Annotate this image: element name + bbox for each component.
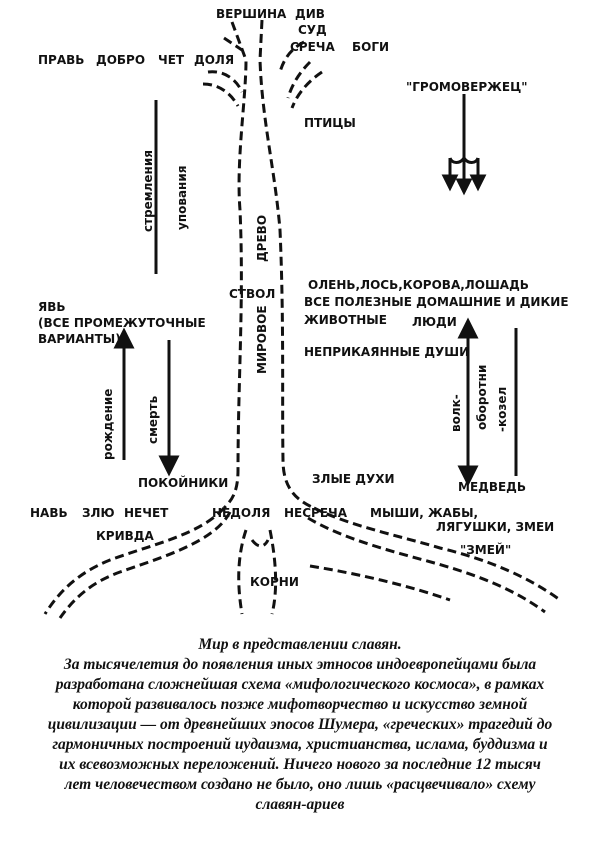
label-pokoyniki: ПОКОЙНИКИ	[138, 475, 228, 490]
label-drevo: ДРЕВО	[255, 215, 269, 262]
label-dobro: ДОБРО	[96, 53, 145, 67]
label-bogi: БОГИ	[352, 40, 389, 54]
label-volk: волк-	[449, 394, 463, 432]
label-stremleniya: стремления	[141, 150, 155, 232]
label-lyagushki: ЛЯГУШКИ, ЗМЕИ	[436, 520, 554, 534]
caption-line: разработана сложнейшая схема «мифологиче…	[55, 676, 545, 693]
label-yav-note-1: (ВСЕ ПРОМЕЖУТОЧНЫЕ	[38, 316, 206, 330]
caption-line: гармоничных построений иудаизма, христиа…	[52, 736, 548, 753]
label-yav-note-2: ВАРИАНТЫ)	[38, 332, 121, 346]
caption-line: цивилизации — от древнейших эпосов Шумер…	[47, 716, 553, 733]
label-myshi: МЫШИ, ЖАБЫ,	[370, 506, 478, 520]
label-medved: МЕДВЕДЬ	[458, 480, 526, 494]
label-krivda: КРИВДА	[96, 529, 154, 543]
label-srecha: СРЕЧА	[290, 40, 335, 54]
label-yav: ЯВЬ	[38, 300, 66, 314]
label-smert: смерть	[146, 395, 160, 444]
label-animals-2: ВСЕ ПОЛЕЗНЫЕ ДОМАШНИЕ И ДИКИЕ	[304, 295, 569, 309]
label-animals-1: ОЛЕНЬ,ЛОСЬ,КОРОВА,ЛОШАДЬ	[308, 278, 529, 292]
label-nechet: НЕЧЕТ	[124, 506, 169, 520]
label-zmey: "ЗМЕЙ"	[460, 542, 511, 557]
trident-icon	[441, 94, 487, 196]
label-neprikayannye: НЕПРИКАЯННЫЕ ДУШИ	[304, 345, 469, 359]
label-dolya: ДОЛЯ	[194, 53, 234, 67]
arrows	[113, 100, 518, 487]
label-lyudi: ЛЮДИ	[412, 315, 457, 329]
label-upovaniya: упования	[175, 166, 189, 230]
caption-line: которой развивалось позже мифотворчество…	[72, 696, 528, 713]
label-zlo: ЗЛЮ	[82, 506, 115, 520]
label-chet: ЧЕТ	[158, 53, 185, 67]
label-zlye-dukhi: ЗЛЫЕ ДУХИ	[312, 472, 395, 486]
label-div: ДИВ	[295, 7, 325, 21]
label-mirovoe: МИРОВОЕ	[255, 305, 269, 374]
caption-line: славян-ариев	[255, 796, 345, 813]
label-sud: СУД	[298, 23, 327, 37]
label-vershina: ВЕРШИНА	[216, 7, 287, 21]
label-oborotni: оборотни	[475, 365, 489, 430]
labels: ВЕРШИНА ДИВ СУД СРЕЧА БОГИ ПРАВЬ ДОБРО Ч…	[30, 7, 569, 589]
label-nesrecha: НЕСРЕЧА	[284, 506, 348, 520]
label-prav: ПРАВЬ	[38, 53, 84, 67]
label-nedolya: НЕДОЛЯ	[212, 506, 270, 520]
label-korni: КОРНИ	[250, 575, 299, 589]
tree-roots	[43, 506, 561, 619]
figure-caption: Мир в представлении славян. За тысячелет…	[10, 635, 590, 815]
caption-line: их всевозможных переложений. Ничего ново…	[59, 756, 541, 773]
caption-line: лет человечеством создано не было, оно л…	[64, 776, 536, 793]
label-kozel: -козел	[495, 387, 509, 432]
caption-line: За тысячелетия до появления иных этносов…	[63, 656, 537, 673]
label-stvol: СТВОЛ	[229, 287, 275, 301]
upper-branches	[202, 36, 323, 109]
tree-trunk	[222, 19, 315, 510]
caption-title: Мир в представлении славян.	[198, 636, 402, 653]
world-tree-diagram: ВЕРШИНА ДИВ СУД СРЕЧА БОГИ ПРАВЬ ДОБРО Ч…	[30, 7, 569, 619]
label-nav: НАВЬ	[30, 506, 68, 520]
label-rozhdenie: рождение	[101, 389, 115, 460]
label-animals-3: ЖИВОТНЫЕ	[304, 313, 387, 327]
label-ptitsy: ПТИЦЫ	[304, 116, 356, 130]
label-gromoverzhets: "ГРОМОВЕРЖЕЦ"	[406, 80, 527, 94]
